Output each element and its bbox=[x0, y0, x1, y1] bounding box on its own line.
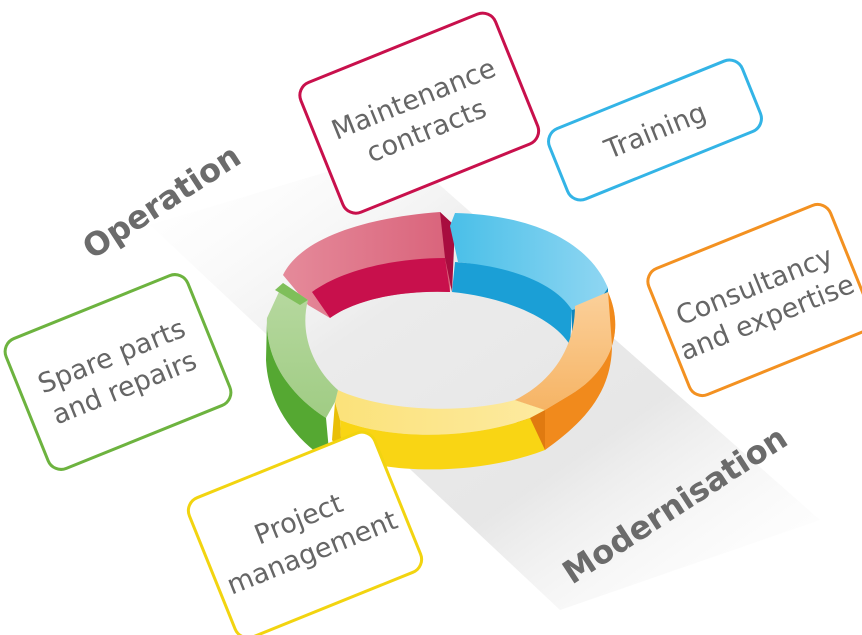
callout-consultancy-box bbox=[646, 202, 862, 398]
callout-training: Training bbox=[547, 58, 763, 202]
callout-project-management: Project management bbox=[186, 430, 424, 635]
callout-training-box bbox=[547, 58, 763, 202]
callout-spare-parts-repairs: Spare parts and repairs bbox=[3, 273, 233, 471]
callout-consultancy-expertise: Consultancy and expertise bbox=[646, 202, 862, 398]
ring-segment-spare-parts bbox=[266, 283, 338, 462]
callout-maintenance-contracts: Maintenance contracts bbox=[298, 11, 541, 215]
ring-segment-maintenance bbox=[283, 212, 455, 318]
callout-project-box bbox=[186, 430, 424, 635]
callout-spare-parts-box bbox=[3, 273, 233, 471]
service-ring bbox=[266, 212, 616, 470]
callout-maintenance-box bbox=[298, 11, 541, 215]
